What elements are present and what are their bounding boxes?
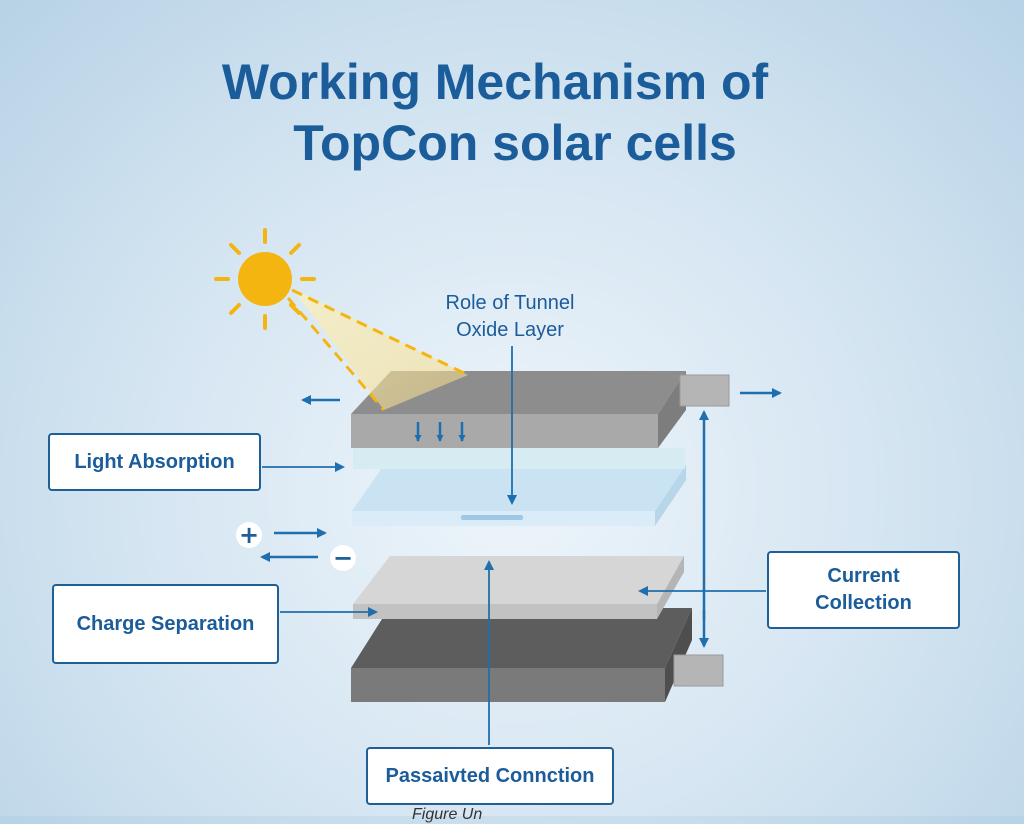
light-beam-edge [286, 297, 386, 411]
title-line-2: TopCon solar cells [293, 115, 737, 171]
current-collection-box: Current Collection [767, 551, 960, 629]
tunnel-label-line-2: Oxide Layer [456, 319, 564, 341]
passivated-contact-box: Passaivted Connction [366, 747, 614, 805]
current-collection-label-2: Collection [815, 592, 912, 614]
photon-arrows [414, 422, 466, 442]
plus-charge-icon: + [236, 522, 262, 548]
current-collection-label-1: Current [827, 565, 900, 587]
bottom-substrate-layer [351, 608, 692, 702]
tunnel-oxide-label: Role of Tunnel Oxide Layer [420, 290, 600, 344]
title-line-1: Working Mechanism of [221, 54, 769, 110]
light-absorption-label: Light Absorption [74, 450, 235, 473]
tunnel-oxide-layer [352, 465, 686, 526]
sun-icon [214, 228, 316, 330]
minus-charge-icon: − [330, 545, 356, 571]
bottom-electrode [673, 654, 724, 687]
light-absorption-box: Light Absorption [48, 433, 261, 491]
charge-separation-label: Charge Separation [76, 612, 255, 635]
charge-separation-box: Charge Separation [52, 584, 279, 664]
polysilicon-layer [353, 556, 684, 619]
tunnel-label-line-1: Role of Tunnel [445, 292, 575, 314]
light-beam-edge [291, 288, 469, 377]
passivated-contact-label: Passaivted Connction [385, 764, 595, 787]
light-beam [292, 288, 468, 410]
figure-caption: Figure Un [412, 806, 483, 823]
top-electrode [679, 374, 730, 407]
